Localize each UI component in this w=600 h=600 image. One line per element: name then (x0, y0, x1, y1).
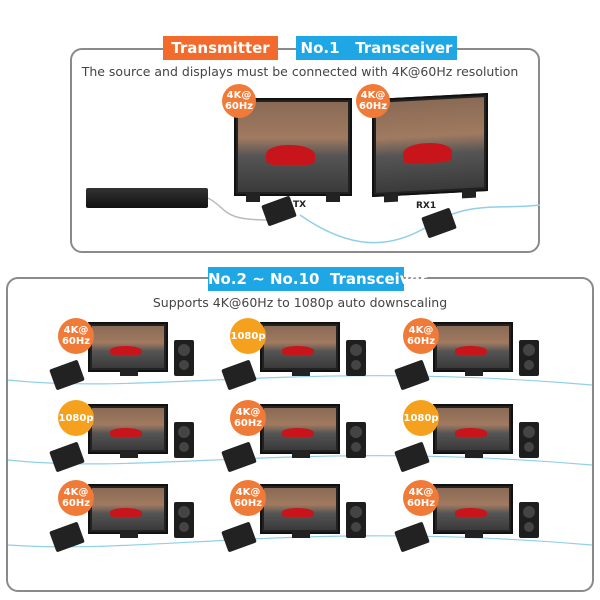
receiver-tv (433, 322, 513, 376)
transceivers-tag: No.2 ~ No.10 Transceiver (208, 267, 427, 291)
bottom-subtitle: Supports 4K@60Hz to 1080p auto downscali… (152, 295, 448, 310)
resolution-badge: 4K@ 60Hz (58, 318, 94, 354)
tx-resolution-badge: 4K@ 60Hz (222, 84, 256, 118)
speaker (346, 502, 366, 538)
receiver-tv (260, 484, 340, 538)
receiver-tv (88, 404, 168, 458)
resolution-badge: 4K@ 60Hz (230, 480, 266, 516)
speaker (174, 502, 194, 538)
resolution-badge: 1080p (230, 318, 266, 354)
rx1-label: RX1 (416, 201, 437, 211)
speaker (174, 422, 194, 458)
speaker (519, 340, 539, 376)
tx-label: TX (293, 200, 307, 210)
receiver-tv (433, 404, 513, 458)
receiver-tv (88, 322, 168, 376)
resolution-badge: 4K@ 60Hz (403, 318, 439, 354)
tx-tv (234, 98, 352, 202)
resolution-badge: 4K@ 60Hz (403, 480, 439, 516)
resolution-badge: 1080p (403, 400, 439, 436)
blu-ray-player (86, 188, 208, 208)
speaker (346, 422, 366, 458)
speaker (519, 502, 539, 538)
transceiver-tag: No.1 Transceiver (296, 36, 457, 60)
speaker (174, 340, 194, 376)
speaker (346, 340, 366, 376)
top-subtitle: The source and displays must be connecte… (81, 64, 519, 79)
receiver-tv (260, 404, 340, 458)
resolution-badge: 1080p (58, 400, 94, 436)
receiver-tv (88, 484, 168, 538)
resolution-badge: 4K@ 60Hz (230, 400, 266, 436)
transmitter-tag: Transmitter (163, 36, 278, 60)
receiver-tv (433, 484, 513, 538)
resolution-badge: 4K@ 60Hz (58, 480, 94, 516)
receiver-tv (260, 322, 340, 376)
speaker (519, 422, 539, 458)
rx1-resolution-badge: 4K@ 60Hz (356, 84, 390, 118)
